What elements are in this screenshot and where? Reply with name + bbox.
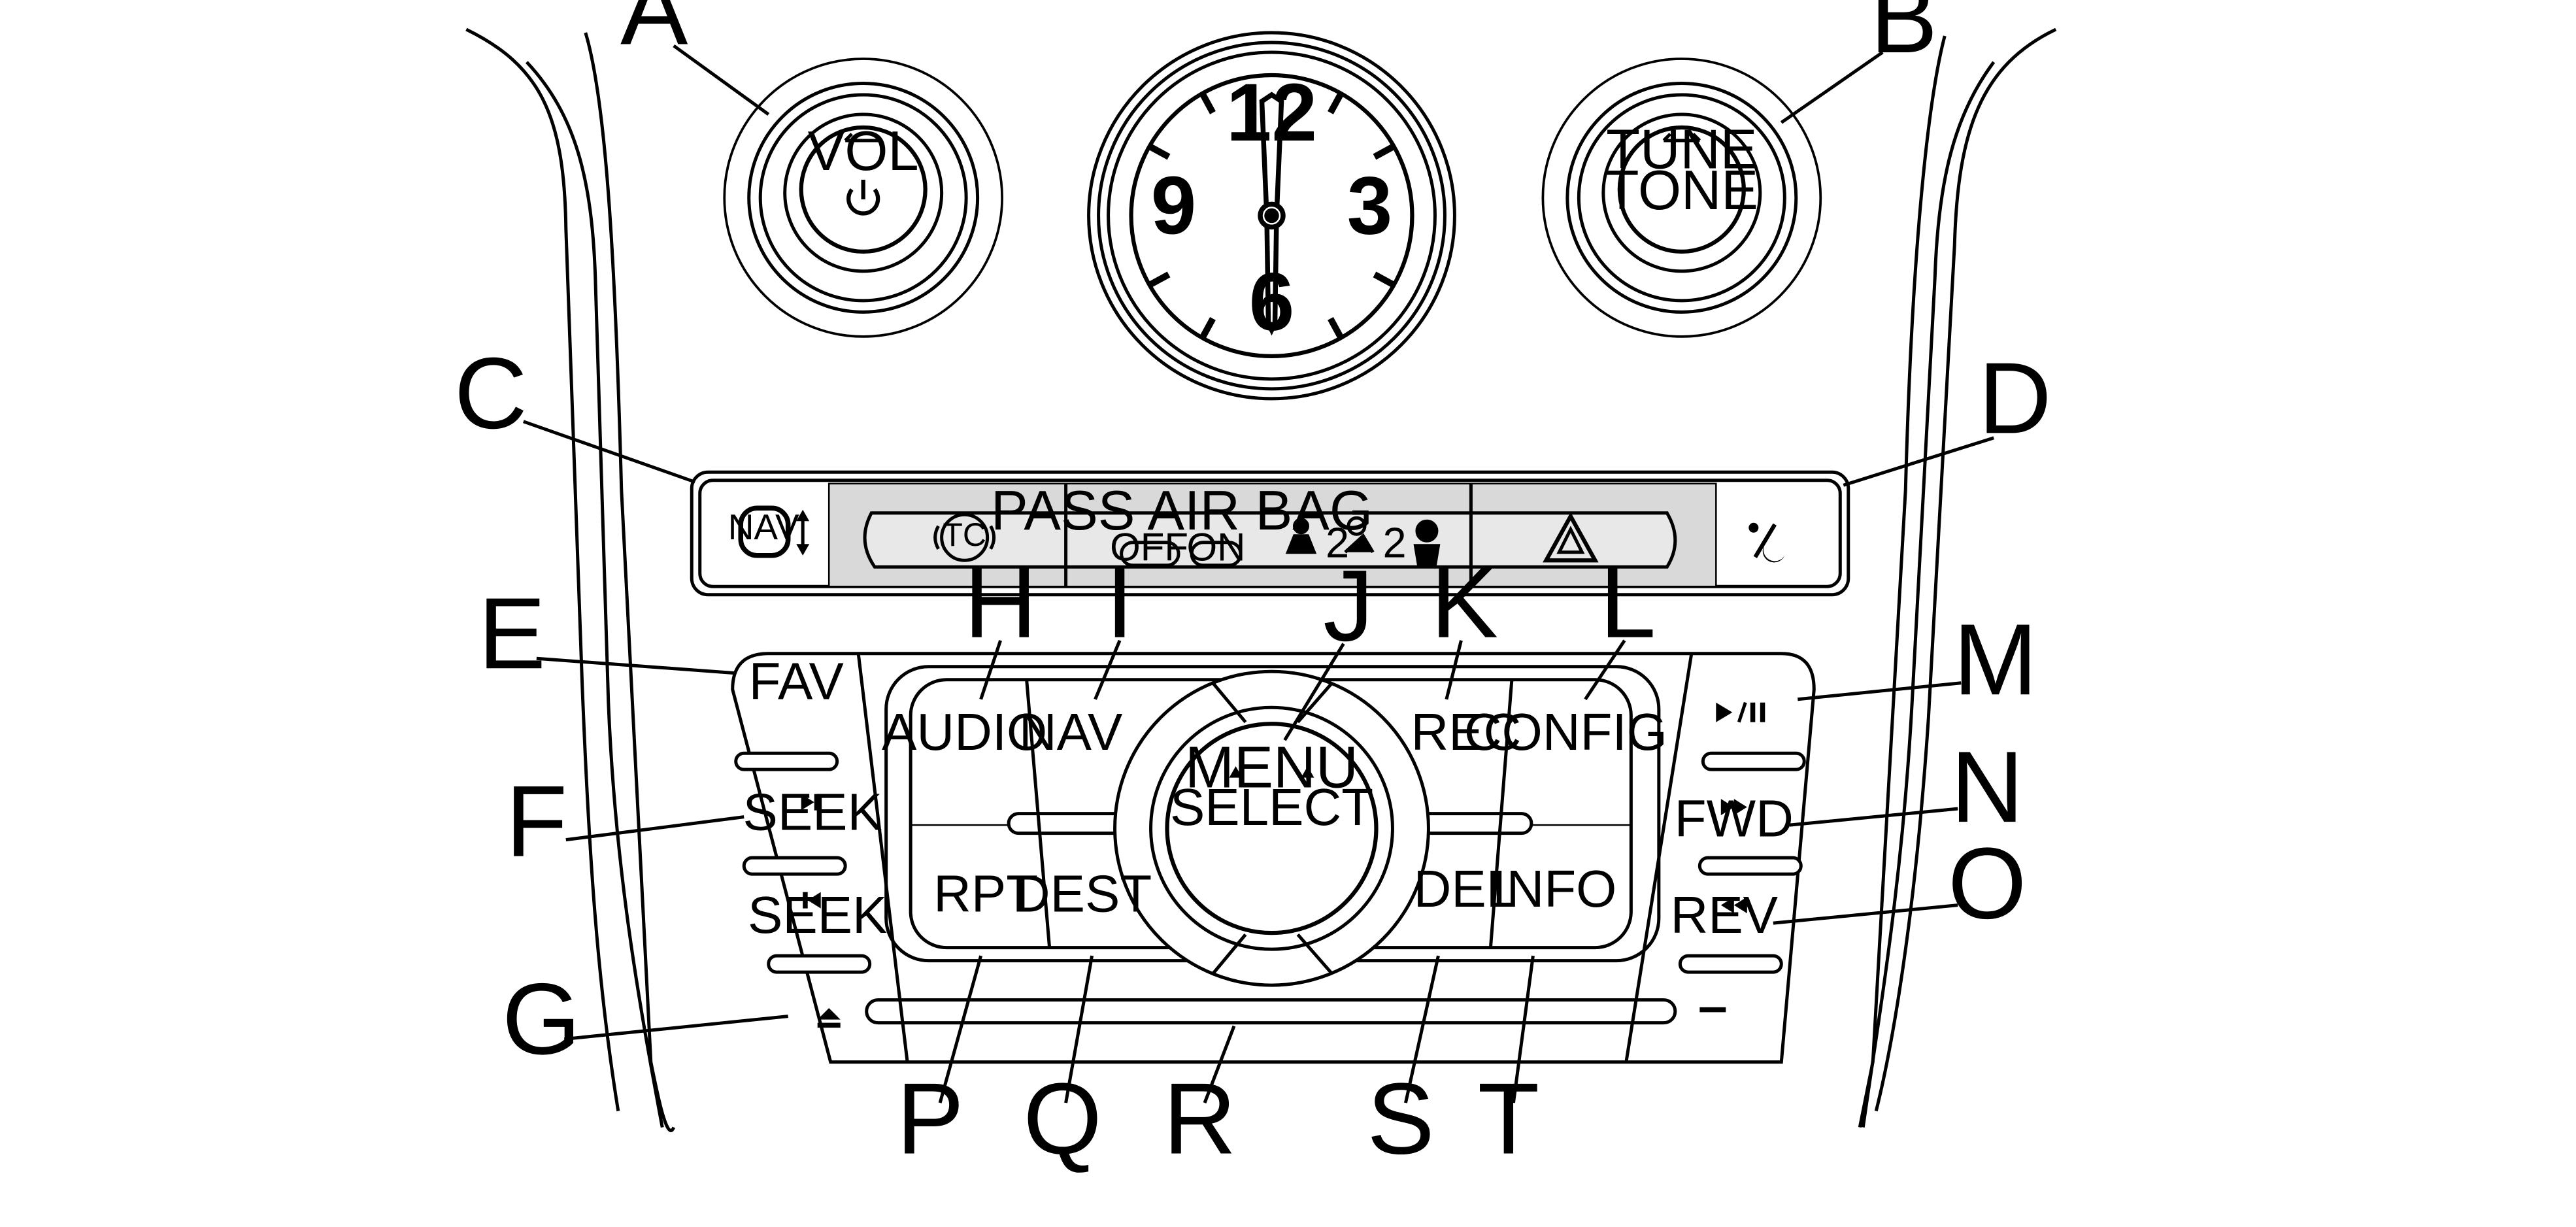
rev-label: REV xyxy=(1671,886,1778,944)
rpt-label: RPT xyxy=(933,865,1038,923)
clock-numeral-12: 12 xyxy=(1226,67,1317,158)
volume-knob[interactable] xyxy=(723,58,1003,338)
fav-button[interactable] xyxy=(734,751,839,771)
callout-c: C xyxy=(454,337,527,450)
callout-a: A xyxy=(620,0,688,65)
menu-select-dial[interactable] xyxy=(1113,669,1430,987)
callout-b: B xyxy=(1870,0,1937,74)
tune-tone-knob[interactable] xyxy=(1541,58,1822,338)
seek-down-button[interactable] xyxy=(767,954,872,974)
analog-clock xyxy=(1087,31,1456,401)
rev-button[interactable] xyxy=(1678,954,1783,974)
callout-p: P xyxy=(896,1062,963,1175)
nav-label: NAV xyxy=(728,507,799,547)
tune-arrow-icon xyxy=(1662,133,1701,143)
fav-label: FAV xyxy=(749,652,844,711)
seek-down-icon xyxy=(803,892,821,909)
hazard-button[interactable] xyxy=(1543,512,1599,563)
callout-i: I xyxy=(1106,546,1134,659)
power-icon xyxy=(846,179,880,216)
dash-trim-right xyxy=(1858,27,2057,1128)
clock-numeral-9: 9 xyxy=(1151,160,1197,251)
nav-button-label: NAV xyxy=(1019,703,1123,761)
callout-j: J xyxy=(1323,549,1373,662)
airbag-on-label: ON xyxy=(1187,525,1246,569)
clock-numeral-6: 6 xyxy=(1249,257,1295,348)
clock-hands xyxy=(1258,92,1286,336)
seat-subscript-1: 2 xyxy=(1326,518,1349,566)
callout-h: H xyxy=(964,546,1037,659)
nav-arrows-icon xyxy=(796,509,810,556)
callout-e: E xyxy=(478,577,546,690)
rewind-icon xyxy=(1720,897,1747,914)
callout-d: D xyxy=(1979,341,2052,454)
callout-m: M xyxy=(1953,603,2037,716)
traction-control-label: TC xyxy=(943,516,986,553)
nav-button[interactable] xyxy=(738,505,791,558)
clock-numeral-3: 3 xyxy=(1347,160,1393,251)
clock-tick-marks xyxy=(1149,93,1394,339)
day-night-button[interactable] xyxy=(1753,523,1777,558)
fwd-label: FWD xyxy=(1675,790,1794,848)
callout-r: R xyxy=(1163,1062,1237,1175)
callout-g: G xyxy=(502,962,581,1075)
del-label: DEL xyxy=(1414,860,1516,918)
airbag-off-label: OFF xyxy=(1110,525,1188,569)
dest-label: DEST xyxy=(1012,865,1152,923)
tone-label: TONE xyxy=(1605,160,1759,222)
tune-label: TUNE xyxy=(1606,118,1757,180)
callout-n: N xyxy=(1950,730,2024,843)
menu-arrows-icon xyxy=(1229,766,1314,778)
play-pause-button[interactable] xyxy=(1701,751,1806,771)
play-pause-icon xyxy=(1716,701,1765,723)
traction-control-icon xyxy=(933,513,996,562)
select-label: SELECT xyxy=(1170,778,1373,836)
fwd-button[interactable] xyxy=(1698,856,1803,876)
callout-t: T xyxy=(1478,1062,1540,1175)
vol-label: VOL xyxy=(808,120,919,182)
callout-s: S xyxy=(1367,1062,1434,1175)
seat-subscript-2: 2 xyxy=(1382,518,1406,566)
callout-l: L xyxy=(1599,546,1656,659)
vol-arrow-icon xyxy=(844,133,882,143)
callout-q: Q xyxy=(1023,1062,1102,1175)
seek-up-button[interactable] xyxy=(742,856,847,876)
dash-trim-left xyxy=(465,27,676,1132)
rec-label: REC xyxy=(1411,703,1522,761)
info-label: INFO xyxy=(1492,860,1616,918)
fast-forward-icon xyxy=(1720,799,1747,816)
seek-up-label: SEEK xyxy=(743,783,882,841)
callout-leaders xyxy=(522,44,1994,1103)
indicator-strip xyxy=(690,470,1850,597)
menu-label: MENU xyxy=(1185,735,1358,801)
day-night-icon xyxy=(1748,522,1785,563)
callout-o: O xyxy=(1948,827,2027,940)
seek-down-label: SEEK xyxy=(748,886,887,944)
eject-icon[interactable] xyxy=(817,1008,841,1028)
config-label: CONFIG xyxy=(1464,703,1667,761)
seat-occupant-icons xyxy=(1285,516,1441,567)
callout-f: F xyxy=(505,765,567,878)
seek-up-icon xyxy=(801,794,820,811)
callout-k: K xyxy=(1431,546,1498,659)
audio-label: AUDIO xyxy=(882,703,1047,761)
airbag-status-box xyxy=(1120,541,1243,567)
airbag-title: PASS AIR BAG xyxy=(991,480,1373,542)
